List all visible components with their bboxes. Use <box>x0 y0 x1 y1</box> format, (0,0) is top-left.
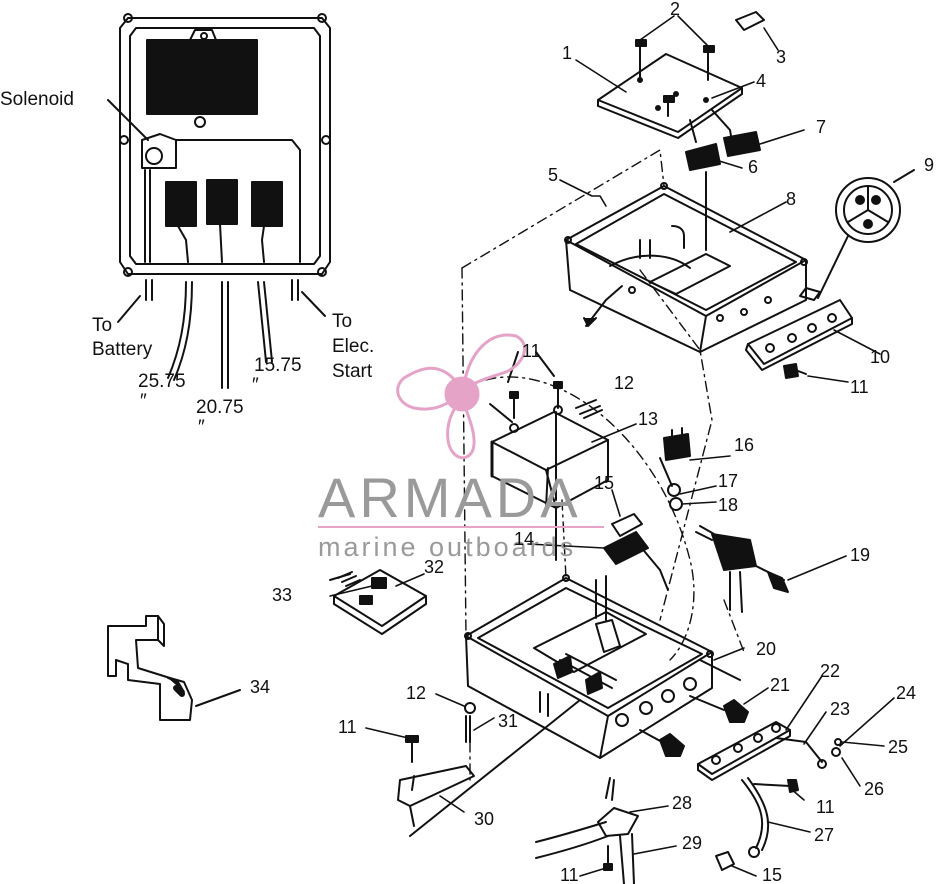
callout-15-a: 15 <box>594 473 615 493</box>
callout-11-c: 11 <box>338 717 357 737</box>
small-parts-group <box>595 427 789 621</box>
callout-29: 29 <box>682 833 703 853</box>
connector-face-group <box>817 169 915 299</box>
callout-30: 30 <box>474 809 495 829</box>
label-to-battery-2: Battery <box>92 339 153 360</box>
callout-3: 3 <box>776 47 787 67</box>
callout-12-b: 12 <box>406 683 427 703</box>
label-to-elec-start-1: To <box>332 311 353 332</box>
callout-9: 9 <box>924 155 935 175</box>
callout-11-e: 11 <box>560 865 579 884</box>
terminal-strip-group <box>745 299 853 379</box>
length-25-75: 25.75 <box>138 371 186 392</box>
inch-mark-b: ″ <box>198 417 205 438</box>
callout-31: 31 <box>498 711 519 731</box>
callout-4: 4 <box>756 71 767 91</box>
watermark-rule <box>318 526 604 528</box>
grommet-plate-group <box>639 695 842 858</box>
leader-lines <box>329 15 895 877</box>
callout-26: 26 <box>864 779 885 799</box>
lower-housing-group <box>464 574 741 759</box>
callout-14: 14 <box>514 529 535 549</box>
callout-21: 21 <box>770 675 791 695</box>
callout-7: 7 <box>816 117 827 137</box>
callout-15-b: 15 <box>762 865 783 884</box>
callout-10: 10 <box>870 347 891 367</box>
alignment-lines <box>461 149 745 781</box>
bottom-parts-group <box>397 699 735 884</box>
callout-8: 8 <box>786 189 797 209</box>
callout-12-a: 12 <box>614 373 635 393</box>
callout-11-d: 11 <box>816 797 835 817</box>
callout-16: 16 <box>734 435 755 455</box>
callout-20: 20 <box>756 639 777 659</box>
label-to-elec-start-3: Start <box>332 361 373 382</box>
callout-22: 22 <box>820 661 841 681</box>
bracket-group <box>107 615 241 721</box>
callout-34: 34 <box>250 677 271 697</box>
inch-mark-a: ″ <box>140 391 147 412</box>
length-20-75: 20.75 <box>196 397 244 418</box>
cover-plate-group <box>597 11 765 251</box>
callout-11-a: 11 <box>850 377 869 397</box>
label-solenoid: Solenoid <box>0 89 74 110</box>
callout-24: 24 <box>896 683 917 703</box>
label-to-elec-start-2: Elec. <box>332 336 375 357</box>
upper-tray-group <box>564 182 821 353</box>
callout-11-b: 11 <box>522 341 541 361</box>
length-15-75: 15.75 <box>254 355 302 376</box>
callout-33: 33 <box>272 585 293 605</box>
callout-2: 2 <box>670 0 681 19</box>
callout-1: 1 <box>562 43 573 63</box>
callout-28: 28 <box>672 793 693 813</box>
callout-5: 5 <box>548 165 559 185</box>
circuit-board-group <box>329 569 427 635</box>
inset-box-drawing <box>107 13 331 389</box>
watermark-title: ARMADA <box>318 466 582 529</box>
callout-32: 32 <box>424 557 445 577</box>
watermark-propeller-icon <box>396 333 527 460</box>
callout-13: 13 <box>638 409 659 429</box>
callout-18: 18 <box>718 495 739 515</box>
callout-6: 6 <box>748 157 759 177</box>
inch-mark-c: ″ <box>252 375 259 396</box>
watermark-tagline: marine outboards <box>318 532 577 562</box>
callout-19: 19 <box>850 545 871 565</box>
callout-27: 27 <box>814 825 835 845</box>
callout-23: 23 <box>830 699 851 719</box>
label-to-battery-1: To <box>92 315 113 336</box>
callout-25: 25 <box>888 737 909 757</box>
callout-17: 17 <box>718 471 739 491</box>
